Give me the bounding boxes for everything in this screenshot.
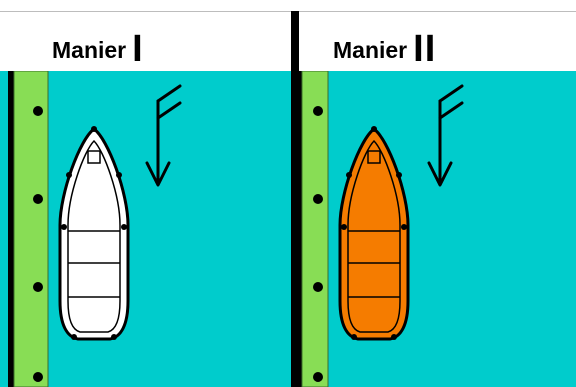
- bollard-icon: [313, 282, 323, 292]
- scene-manier-2: [299, 71, 464, 387]
- bollard-icon: [33, 282, 43, 292]
- panel-numeral: II: [413, 28, 437, 70]
- quay-edge: [299, 71, 302, 387]
- panel-divider: [291, 11, 299, 387]
- wind-arrow-icon: [145, 84, 182, 187]
- panel-numeral: I: [132, 28, 144, 70]
- boat-icon: [338, 126, 410, 341]
- bollard-icon: [33, 194, 43, 204]
- bollard-icon: [33, 372, 43, 382]
- panel-title-text: Manier: [333, 37, 408, 63]
- quay: [301, 71, 329, 387]
- panel-header: [299, 11, 576, 72]
- panel-header: [0, 11, 291, 72]
- boat-icon: [58, 126, 130, 341]
- bollard-icon: [313, 106, 323, 116]
- wind-arrow-icon: [427, 84, 464, 187]
- bollard-icon: [313, 372, 323, 382]
- bollard-icon: [313, 194, 323, 204]
- scene-manier-1: [8, 71, 182, 387]
- panel-title-text: Manier: [52, 37, 127, 63]
- quay: [13, 71, 49, 387]
- bollard-icon: [33, 106, 43, 116]
- quay-edge: [8, 71, 14, 387]
